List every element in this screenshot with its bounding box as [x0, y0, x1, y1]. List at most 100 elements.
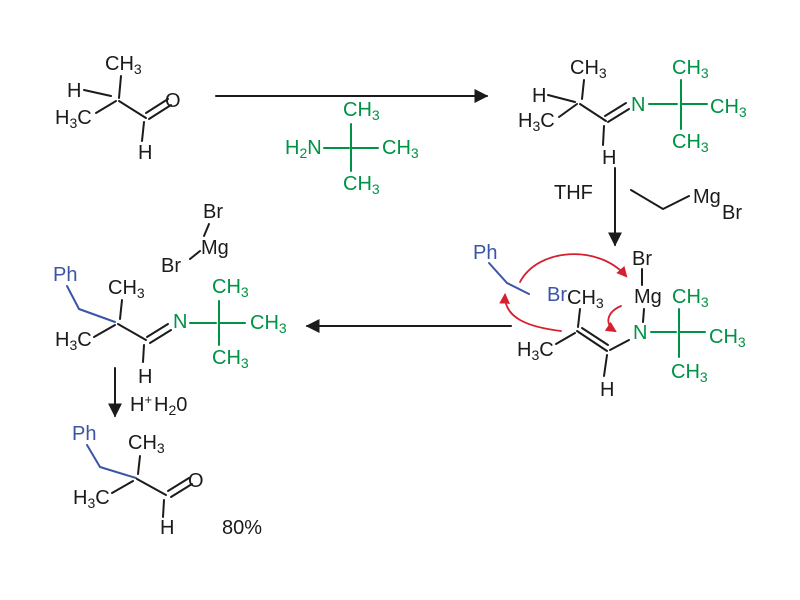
- nitrogen-label: N: [633, 322, 647, 344]
- bond: [141, 121, 145, 142]
- double-bond-line: [148, 104, 172, 120]
- magnesium-label: Mg: [201, 237, 229, 259]
- methyl-label: CH3: [671, 361, 708, 385]
- yield-label: 80%: [222, 517, 262, 539]
- oxygen-label: O: [165, 90, 181, 112]
- bond: [506, 282, 530, 295]
- bromine-label: Br: [547, 284, 567, 306]
- bromine-label: Br: [722, 202, 742, 224]
- bond: [488, 262, 508, 284]
- bond: [95, 100, 117, 114]
- product-alkylated-imine: Ph CH3 H3C H N CH3 CH3 CH3: [53, 264, 287, 388]
- molecule-tbu-imine: CH3 H H3C H N CH3 CH3 CH3: [518, 57, 747, 169]
- bond: [579, 103, 607, 122]
- byproduct-magnesium-bromide: Br Mg Br: [161, 201, 229, 277]
- methyl-label: H3C: [517, 339, 554, 363]
- double-bond-line: [146, 323, 169, 338]
- bromine-label: Br: [161, 255, 181, 277]
- bond: [111, 480, 134, 494]
- mechanism-arrow-mg-n-bond: [604, 305, 622, 333]
- double-bond-line: [145, 98, 169, 114]
- bond: [558, 103, 578, 118]
- methyl-label: CH3: [672, 131, 709, 155]
- bond: [83, 89, 112, 97]
- bond: [117, 323, 147, 341]
- phenyl-label: Ph: [473, 242, 497, 264]
- bond: [642, 308, 645, 323]
- methyl-label: CH3: [250, 312, 287, 336]
- reagent-ethylmagnesium-bromide: Mg Br: [630, 186, 742, 224]
- magnesium-label: Mg: [693, 186, 721, 208]
- methyl-label: CH3: [570, 57, 607, 81]
- bond: [547, 94, 576, 103]
- hydrogen-label: H: [67, 80, 81, 102]
- double-bond-line: [167, 477, 190, 492]
- hydrogen-label: H: [138, 142, 152, 164]
- phenyl-label: Ph: [72, 423, 96, 445]
- bond: [577, 308, 581, 328]
- methyl-label: H3C: [518, 110, 555, 134]
- amine-label: H2N: [285, 137, 322, 161]
- methyl-label: CH3: [672, 57, 709, 81]
- bond: [119, 299, 123, 320]
- bond: [142, 344, 145, 363]
- methyl-label: CH3: [343, 99, 380, 123]
- methyl-label: CH3: [212, 276, 249, 300]
- mechanism-arrow-br-to-mg: [519, 253, 628, 283]
- hydrogen-label: H: [602, 147, 616, 169]
- product-aldehyde: Ph CH3 H3C O H: [72, 423, 204, 539]
- bond: [609, 339, 630, 351]
- methyl-label: CH3: [108, 277, 145, 301]
- bromine-label: Br: [203, 201, 223, 223]
- hydrogen-label: H: [138, 366, 152, 388]
- nitrogen-label: N: [631, 94, 645, 116]
- hydrogen-label: H: [532, 85, 546, 107]
- magnesium-label: Mg: [634, 286, 662, 308]
- methyl-label: H3C: [73, 487, 110, 511]
- oxygen-label: O: [188, 470, 204, 492]
- bond: [93, 324, 116, 338]
- double-bond-line: [604, 102, 627, 117]
- bond: [86, 444, 101, 468]
- bond: [602, 125, 605, 146]
- methyl-label: H3C: [55, 329, 92, 353]
- bond: [189, 250, 201, 260]
- hydrogen-label: H: [160, 517, 174, 539]
- solvent-label: THF: [554, 182, 593, 204]
- bond: [203, 223, 210, 237]
- reagent-tert-butylamine: H2N CH3 CH3 CH3: [285, 99, 419, 197]
- bond: [99, 466, 137, 479]
- bond: [162, 499, 165, 518]
- double-bond-line: [607, 108, 630, 123]
- methyl-label: CH3: [567, 287, 604, 311]
- bond: [603, 354, 608, 377]
- methyl-label: CH3: [710, 96, 747, 120]
- methyl-label: H3C: [55, 107, 92, 131]
- nitrogen-label: N: [173, 311, 187, 333]
- bond: [78, 308, 116, 323]
- bond: [630, 189, 690, 211]
- molecule-isobutyraldehyde: CH3 H H3C O H: [55, 53, 181, 164]
- methyl-label: CH3: [343, 173, 380, 197]
- methyl-label: CH3: [105, 53, 142, 77]
- phenyl-label: Ph: [53, 264, 77, 286]
- methyl-label: CH3: [709, 326, 746, 350]
- hydrolysis-water-label: H20: [154, 394, 187, 418]
- double-bond-line: [170, 483, 193, 498]
- bond: [555, 332, 576, 345]
- double-bond-line: [581, 327, 609, 346]
- acid-label: H+: [130, 392, 152, 416]
- bond: [118, 100, 147, 119]
- bond: [66, 285, 80, 310]
- double-bond-line: [149, 329, 172, 344]
- bond: [136, 478, 167, 496]
- hydrogen-label: H: [600, 379, 614, 401]
- methyl-label: CH3: [212, 347, 249, 371]
- double-bond-line: [576, 330, 608, 352]
- bond: [581, 79, 585, 100]
- mechanism-arrow-alkene-to-benzyl: [499, 292, 562, 332]
- bond: [118, 75, 122, 99]
- methyl-label: CH3: [382, 137, 419, 161]
